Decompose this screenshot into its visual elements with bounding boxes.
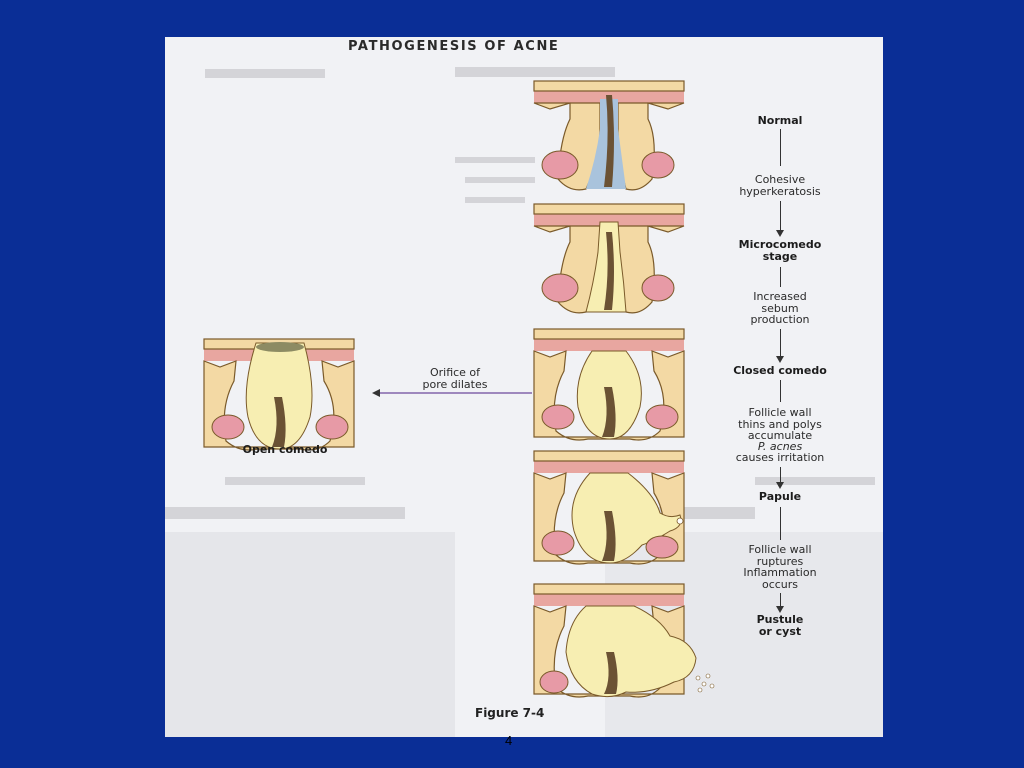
arrow-to-open-comedo: [372, 389, 532, 397]
arrow-head-8: [776, 606, 784, 613]
stage-label-papule: Papule: [758, 490, 802, 503]
follicle-open-comedo-illustration: [203, 338, 355, 451]
arrow-line-3: [780, 267, 781, 287]
arrow-head-4: [776, 356, 784, 363]
transition-orifice-dilates: Orifice of pore dilates: [422, 366, 488, 391]
stage-label-pustule: Pustule or cyst: [756, 613, 804, 638]
arrow-head-2: [776, 230, 784, 237]
transition-p-acnes: P. acnes: [757, 440, 803, 453]
arrow-line-5: [780, 380, 781, 402]
transition-increased-sebum: Increased sebum production: [750, 290, 810, 326]
bleed-through-background: [165, 67, 883, 737]
arrow-head-6: [776, 482, 784, 489]
stage-label-closed-comedo: Closed comedo: [733, 364, 827, 377]
arrow-line-2: [780, 201, 781, 231]
arrow-line-4: [780, 329, 781, 357]
follicle-normal-illustration: [533, 80, 685, 191]
follicle-pustule-illustration: [533, 583, 715, 698]
follicle-papule-illustration: [533, 450, 685, 565]
arrow-line-1: [780, 129, 781, 166]
transition-causes-irritation: causes irritation: [735, 451, 825, 464]
arrow-line-6: [780, 467, 781, 483]
stage-label-open-comedo: Open comedo: [242, 443, 328, 456]
figure-caption: Figure 7-4: [475, 706, 545, 720]
transition-cohesive-hyperkeratosis: Cohesive hyperkeratosis: [739, 173, 821, 198]
arrow-line-7: [780, 507, 781, 540]
page-number: 4: [505, 733, 513, 748]
transition-follicle-wall-ruptures: Follicle wall ruptures Inflammation occu…: [743, 543, 817, 591]
stage-label-microcomedo: Microcomedo stage: [738, 238, 822, 263]
arrow-line-8: [780, 593, 781, 607]
follicle-microcomedo-illustration: [533, 203, 685, 314]
diagram-title: PATHOGENESIS OF ACNE: [348, 39, 560, 54]
slide-page: PATHOGENESIS OF ACNE: [165, 37, 883, 737]
transition-follicle-wall-thins: Follicle wall thins and polys accumulate: [738, 406, 822, 442]
follicle-closed-comedo-illustration: [533, 328, 685, 441]
stage-label-normal: Normal: [757, 114, 803, 127]
